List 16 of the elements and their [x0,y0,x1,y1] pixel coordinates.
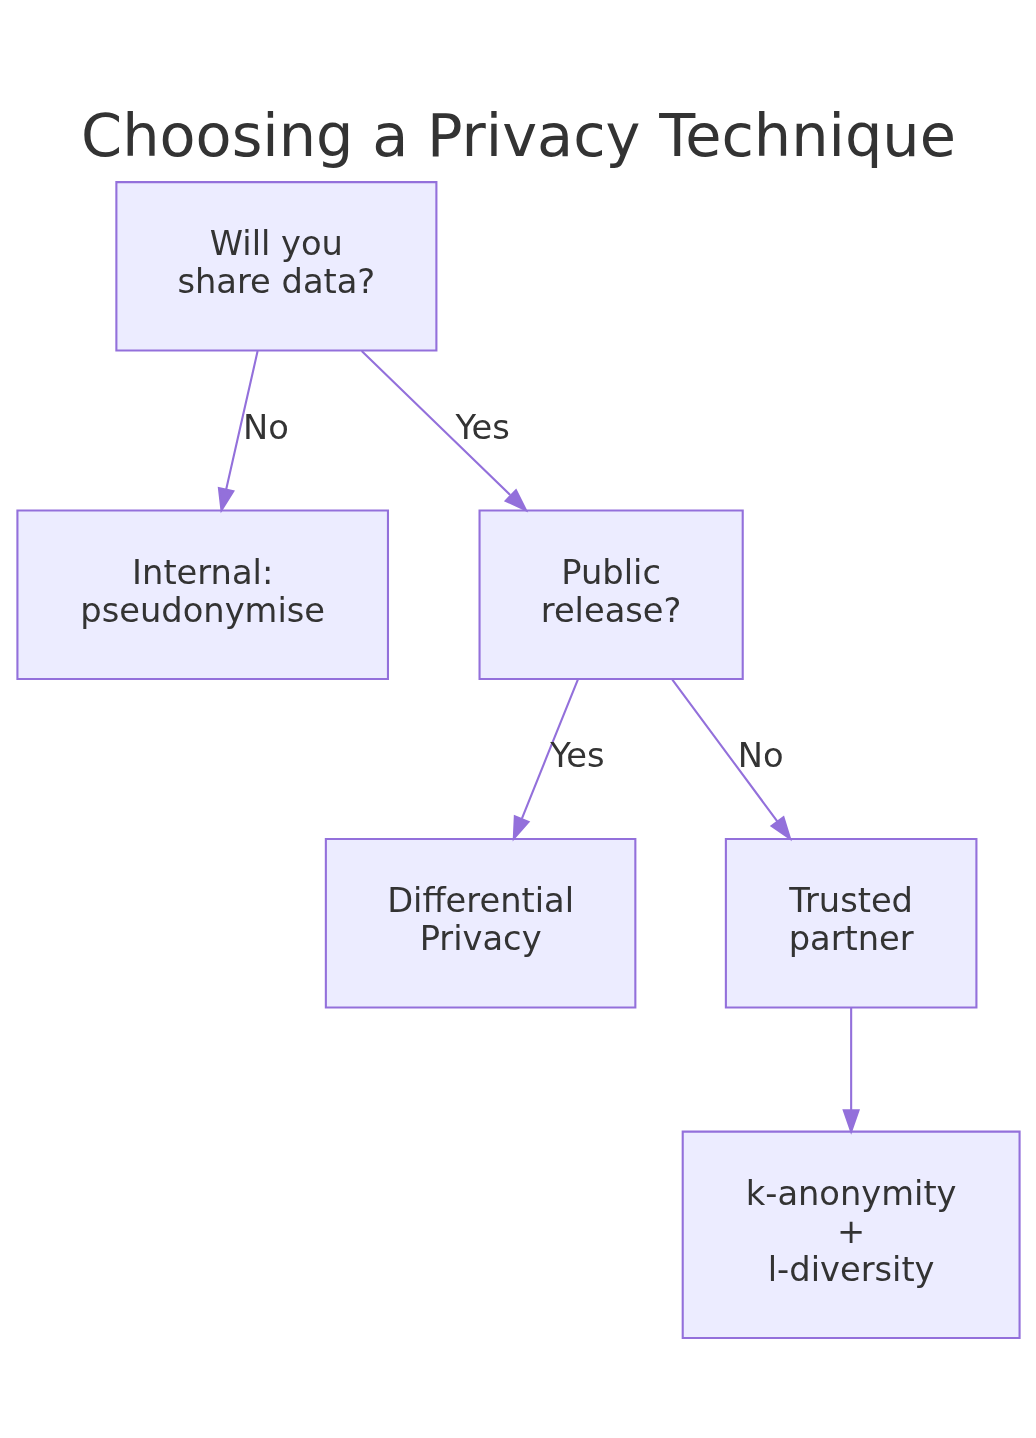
arrow [217,350,259,514]
node-box: k-anonymity + l-diversity [681,1130,1021,1340]
edge-label: No [242,407,289,447]
edge-label: Yes [549,736,605,775]
node-box: Differential Privacy [324,837,636,1009]
node-box: Will you share data? [114,181,437,352]
arrow [670,678,792,842]
node-box: Internal: pseudonymise [15,509,389,681]
arrow [841,1007,860,1135]
arrow [512,679,579,842]
edge-label: No [737,736,784,775]
edge-label: Yes [455,407,510,447]
diagram-title: Choosing a Privacy Technique [80,100,956,170]
node-box: Trusted partner [724,837,977,1009]
arrow [360,350,528,513]
node-box: Public release? [478,509,744,681]
